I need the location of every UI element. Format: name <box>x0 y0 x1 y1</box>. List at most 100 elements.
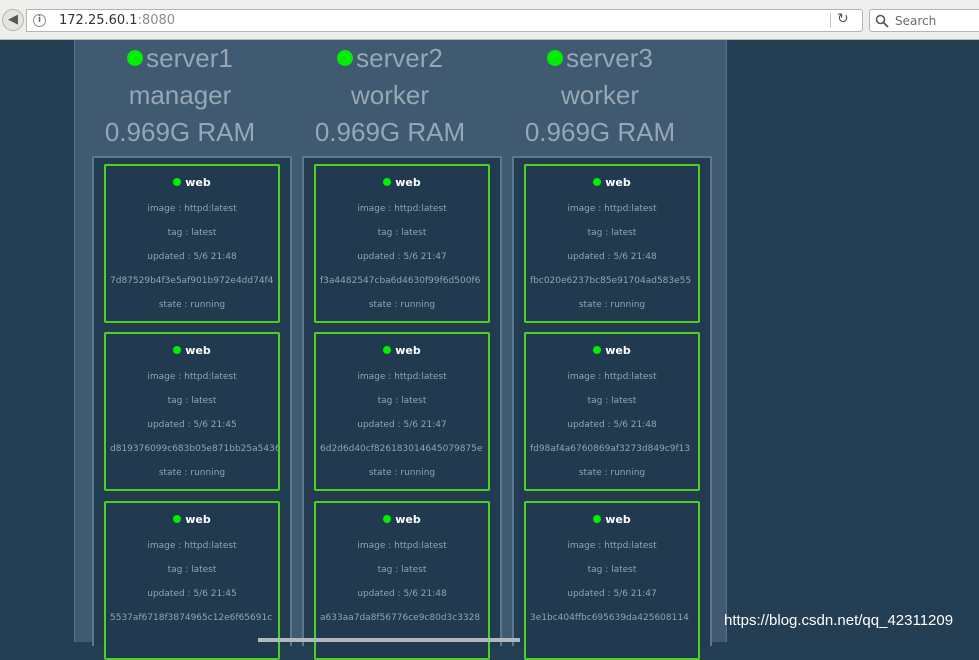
status-dot-icon <box>383 346 392 354</box>
status-dot-icon <box>127 50 144 66</box>
task-updated: updated : 5/6 21:45 <box>147 589 237 599</box>
task-tag: tag : latest <box>587 228 637 238</box>
task-state: state : running <box>578 300 646 310</box>
task-image: image : httpd:latest <box>147 372 237 382</box>
task-id: fbc020e6237bc85e91704ad583e55 <box>530 276 692 286</box>
task-state: state : running <box>368 468 436 478</box>
task-tag: tag : latest <box>587 565 637 575</box>
task-name-text: web <box>185 513 211 526</box>
task-name-text: web <box>605 344 631 357</box>
task-updated: updated : 5/6 21:47 <box>567 589 657 599</box>
node-ram: 0.969G RAM <box>104 117 256 147</box>
task-name: web <box>316 176 488 189</box>
task-id: fd98af4a6760869af3273d849c9f13 <box>530 444 691 454</box>
status-dot-icon <box>593 346 602 354</box>
task-image: image : httpd:latest <box>357 372 447 382</box>
status-dot-icon <box>547 50 564 66</box>
node-name: server3 <box>495 40 705 77</box>
task-state: state : running <box>578 468 646 478</box>
task-name: web <box>526 513 698 526</box>
status-dot-icon <box>383 178 392 186</box>
node-role: worker <box>560 80 639 110</box>
task-id: d819376099c683b05e871bb25a5436 <box>110 444 278 454</box>
node-ram: 0.969G RAM <box>314 117 466 147</box>
url-text[interactable]: 172.25.60.1:8080 <box>59 13 175 28</box>
node-name-text: server3 <box>566 43 653 73</box>
task-id: a633aa7da8f56776ce9c80d3c3328 <box>320 613 481 623</box>
status-dot-icon <box>173 515 182 523</box>
task-name-text: web <box>605 176 631 189</box>
task-updated: updated : 5/6 21:48 <box>357 589 447 599</box>
status-dot-icon <box>383 515 392 523</box>
search-input[interactable]: Search <box>869 9 979 32</box>
url-port: :8080 <box>137 13 176 28</box>
task-image: image : httpd:latest <box>567 204 657 214</box>
node-name-text: server1 <box>146 43 233 73</box>
status-dot-icon <box>337 50 354 66</box>
task-image: image : httpd:latest <box>147 204 237 214</box>
task-name-text: web <box>395 344 421 357</box>
task-id: 3e1bc404ffbc695639da425608114 <box>530 613 689 623</box>
node-header: server1 manager 0.969G RAM <box>75 40 285 151</box>
task-id: 6d2d6d40cf826183014645079875e <box>320 444 483 454</box>
task-tag: tag : latest <box>377 565 427 575</box>
task-updated: updated : 5/6 21:47 <box>357 252 447 262</box>
task-card[interactable]: web image : httpd:latest tag : latest updat… <box>524 164 700 323</box>
task-card[interactable]: web image : httpd:latest tag : latest updat… <box>314 164 490 323</box>
task-updated: updated : 5/6 21:45 <box>147 420 237 430</box>
task-updated: updated : 5/6 21:48 <box>147 252 237 262</box>
task-tag: tag : latest <box>167 228 217 238</box>
search-icon <box>875 14 889 28</box>
task-id: 7d87529b4f3e5af901b972e4dd74f4 <box>110 276 274 286</box>
node-name-text: server2 <box>356 43 443 73</box>
url-bar[interactable]: i 172.25.60.1:8080 ↻ <box>26 9 863 32</box>
node-ram: 0.969G RAM <box>524 117 676 147</box>
task-tag: tag : latest <box>167 396 217 406</box>
node-role: manager <box>128 80 232 110</box>
node-name: server2 <box>285 40 495 77</box>
task-name: web <box>526 176 698 189</box>
task-card[interactable]: web image : httpd:latest tag : latest updat… <box>104 332 280 491</box>
task-card[interactable]: web image : httpd:latest tag : latest updat… <box>524 501 700 660</box>
task-image: image : httpd:latest <box>567 541 657 551</box>
task-image: image : httpd:latest <box>357 204 447 214</box>
task-name: web <box>316 344 488 357</box>
node-column-2: server2 worker 0.969G RAM web image : httpd:… <box>285 40 502 660</box>
horizontal-scrollbar[interactable] <box>258 638 520 642</box>
task-name-text: web <box>395 176 421 189</box>
task-card[interactable]: web image : httpd:latest tag : latest updat… <box>104 164 280 323</box>
node-tasks: web image : httpd:latest tag : latest updat… <box>512 156 712 660</box>
nodes-panel: server1 manager 0.969G RAM web image : httpd… <box>74 40 727 660</box>
node-tasks: web image : httpd:latest tag : latest updat… <box>302 156 502 660</box>
back-button[interactable]: ◀ <box>2 9 24 31</box>
task-name-text: web <box>185 176 211 189</box>
node-column-1: server1 manager 0.969G RAM web image : httpd… <box>75 40 292 660</box>
watermark: https://blog.csdn.net/qq_42311209 <box>724 612 954 629</box>
reload-icon[interactable]: ↻ <box>837 11 849 27</box>
task-image: image : httpd:latest <box>567 372 657 382</box>
back-arrow-icon: ◀ <box>8 12 18 27</box>
task-tag: tag : latest <box>377 396 427 406</box>
node-role: worker <box>350 80 429 110</box>
task-tag: tag : latest <box>377 228 427 238</box>
node-tasks: web image : httpd:latest tag : latest updat… <box>92 156 292 660</box>
task-name: web <box>106 344 278 357</box>
node-column-3: server3 worker 0.969G RAM web image : httpd:… <box>495 40 712 660</box>
task-tag: tag : latest <box>587 396 637 406</box>
task-name: web <box>316 513 488 526</box>
task-tag: tag : latest <box>167 565 217 575</box>
task-name: web <box>106 176 278 189</box>
status-dot-icon <box>173 346 182 354</box>
task-name-text: web <box>605 513 631 526</box>
info-icon[interactable]: i <box>33 14 46 27</box>
status-dot-icon <box>173 178 182 186</box>
task-id: 5537af6718f3874965c12e6f65691c <box>110 613 273 623</box>
task-name: web <box>106 513 278 526</box>
browser-toolbar: ◀ i 172.25.60.1:8080 ↻ Search <box>0 0 979 40</box>
task-state: state : running <box>158 300 226 310</box>
task-updated: updated : 5/6 21:48 <box>567 252 657 262</box>
